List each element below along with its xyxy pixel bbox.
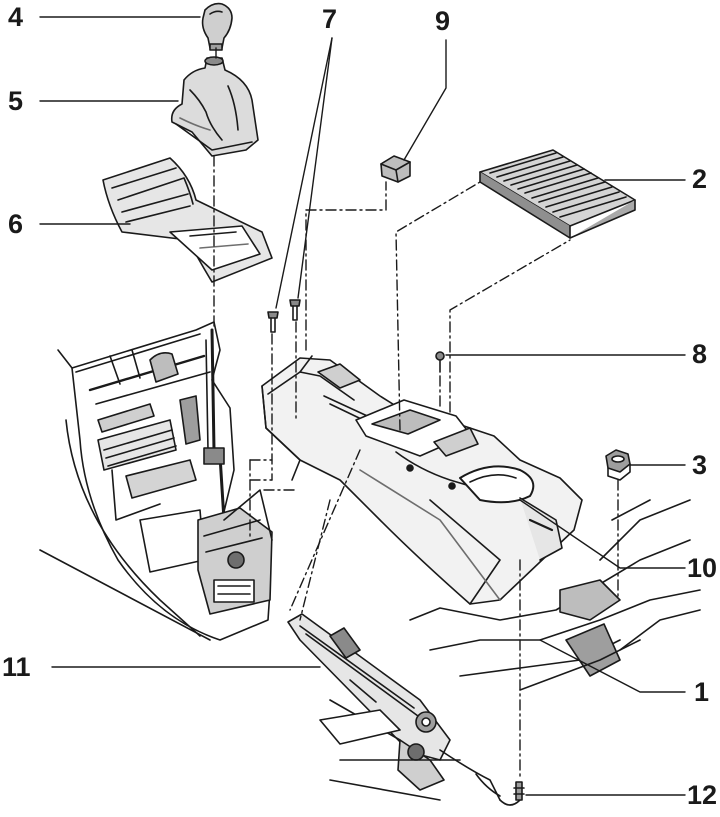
callout-4: 4 bbox=[8, 2, 24, 32]
part-clip bbox=[380, 155, 411, 183]
callout-8: 8 bbox=[692, 339, 708, 369]
assembly-lines bbox=[213, 47, 619, 781]
callout-10: 10 bbox=[687, 553, 718, 583]
part-nut bbox=[605, 449, 631, 481]
part-handbrake-lever bbox=[287, 613, 521, 806]
part-gear-lever-linkage bbox=[197, 328, 273, 615]
callout-9: 9 bbox=[435, 6, 451, 36]
part-screws bbox=[267, 299, 301, 333]
part-shift-boot bbox=[170, 56, 259, 157]
part-center-console bbox=[261, 355, 583, 605]
callout-3: 3 bbox=[692, 450, 708, 480]
floor-tunnel bbox=[409, 499, 701, 691]
part-fastener-bottom bbox=[513, 781, 525, 801]
part-small-screw bbox=[435, 351, 445, 373]
callout-2: 2 bbox=[692, 164, 708, 194]
callout-11: 11 bbox=[2, 652, 31, 682]
callout-6: 6 bbox=[8, 209, 24, 239]
leader-lines bbox=[39, 16, 686, 796]
part-trim-panel bbox=[102, 157, 273, 283]
callout-12: 12 bbox=[687, 780, 718, 810]
callout-5: 5 bbox=[8, 86, 24, 116]
part-cover-panel bbox=[479, 149, 636, 239]
callout-1: 1 bbox=[694, 677, 710, 707]
part-gear-knob bbox=[201, 2, 233, 51]
callout-7: 7 bbox=[322, 4, 338, 34]
